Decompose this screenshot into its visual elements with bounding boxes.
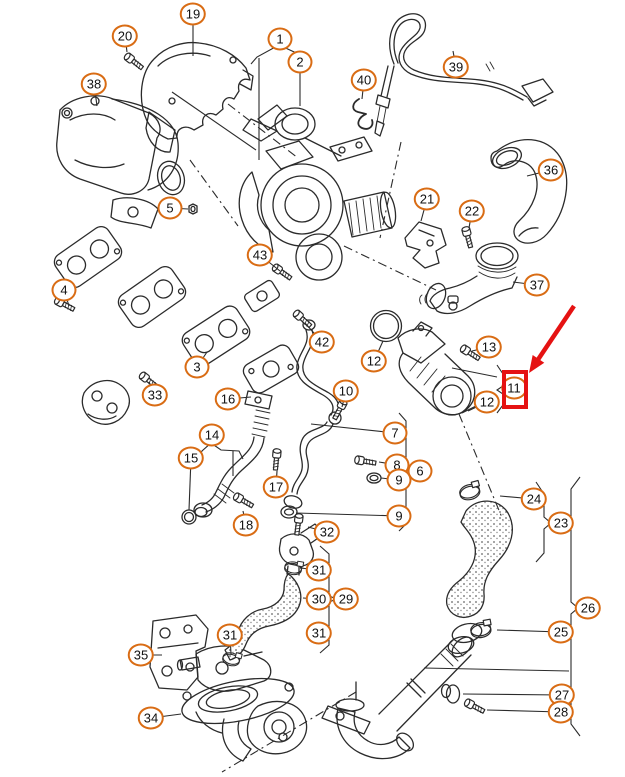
mounting-bracket-art	[404, 221, 447, 269]
oil-return-line-art	[181, 390, 273, 525]
damper-muffler-art	[397, 321, 476, 416]
callout-12: 12	[473, 390, 501, 414]
air-hose-art	[490, 138, 568, 244]
callout-31: 31	[216, 623, 244, 647]
turbocharger-art	[238, 104, 397, 281]
callout-11: 11	[501, 376, 527, 400]
manifold-gaskets-art	[53, 225, 300, 394]
egr-valve-art	[176, 645, 272, 692]
callout-10: 10	[332, 379, 360, 403]
callout-21: 21	[413, 187, 441, 211]
support-bracket-art	[81, 379, 130, 425]
construction-line	[451, 367, 498, 378]
callout-2: 2	[287, 50, 313, 74]
construction-line-dashed	[458, 413, 504, 521]
callout-6: 6	[407, 459, 433, 483]
charge-pipe-art	[419, 242, 519, 315]
callout-24: 24	[520, 487, 548, 511]
callout-31: 31	[305, 558, 333, 582]
callout-5: 5	[157, 196, 183, 220]
leader-line	[295, 512, 400, 517]
callout-33: 33	[141, 383, 169, 407]
throttle-valve-art	[181, 677, 308, 762]
construction-line-dashed	[343, 245, 437, 291]
callout-9: 9	[386, 468, 412, 492]
callout-1: 1	[267, 27, 293, 51]
callout-20: 20	[111, 24, 139, 48]
construction-line-dashed	[221, 691, 357, 773]
construction-line	[423, 667, 570, 672]
callout-29: 29	[332, 587, 360, 611]
callout-31: 31	[305, 621, 333, 645]
elbow-pipe-art	[321, 681, 415, 760]
o-ring-art	[369, 309, 403, 343]
callout-23: 23	[547, 511, 575, 535]
callout-13: 13	[475, 335, 503, 359]
callout-37: 37	[523, 273, 551, 297]
leader-line	[310, 423, 396, 434]
construction-line-dashed	[379, 141, 402, 239]
callout-17: 17	[262, 475, 290, 499]
callout-16: 16	[214, 387, 242, 411]
construction-line-dashed	[189, 159, 239, 227]
callout-18: 18	[232, 513, 260, 537]
construction-line-dashed	[227, 103, 299, 159]
insulated-hose-art	[445, 500, 513, 655]
vacuum-hose-art	[224, 573, 302, 661]
callout-34: 34	[137, 706, 165, 730]
callout-26: 26	[574, 596, 602, 620]
callout-35: 35	[127, 643, 155, 667]
fastener-glyphs	[52, 51, 494, 716]
lower-charge-pipe-art	[378, 636, 473, 732]
callout-42: 42	[308, 330, 336, 354]
callout-36: 36	[537, 158, 565, 182]
leader-line	[462, 693, 563, 696]
callout-3: 3	[184, 355, 210, 379]
callout-39: 39	[442, 55, 470, 79]
callout-19: 19	[179, 2, 207, 26]
egt-sensor-cable-art	[374, 13, 554, 137]
callout-32: 32	[313, 520, 341, 544]
callout-40: 40	[350, 68, 378, 92]
heat-shield-art	[140, 41, 254, 153]
callout-15: 15	[177, 446, 205, 470]
callout-14: 14	[198, 423, 226, 447]
retainer-clip-art	[352, 98, 374, 130]
callout-30: 30	[305, 587, 333, 611]
callout-12: 12	[360, 349, 388, 373]
callout-4: 4	[51, 278, 77, 302]
callout-9: 9	[386, 504, 412, 528]
callout-25: 25	[547, 620, 575, 644]
catalyst-art	[56, 95, 186, 229]
callout-28: 28	[547, 700, 575, 724]
callout-38: 38	[80, 72, 108, 96]
callout-22: 22	[458, 199, 486, 223]
callout-7: 7	[382, 421, 408, 445]
construction-line	[171, 91, 257, 151]
callout-43: 43	[246, 243, 274, 267]
